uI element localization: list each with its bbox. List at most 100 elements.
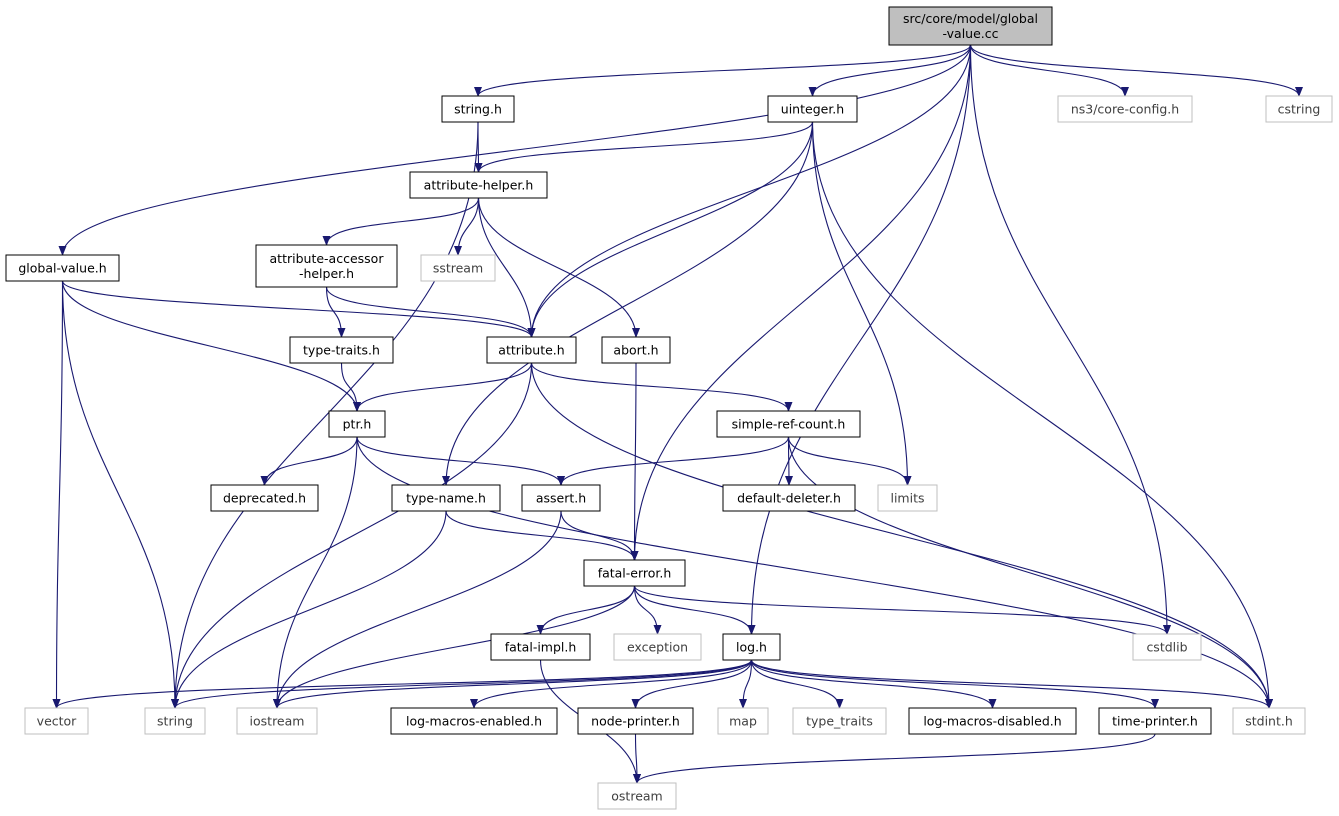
node-label: ns3/core-config.h bbox=[1071, 102, 1179, 117]
node-abort-h[interactable]: abort.h bbox=[601, 336, 671, 364]
edge-simple_ref_count_h-to-default_deleter_h bbox=[784, 436, 793, 486]
node-global-value-cc: src/core/model/global-value.cc bbox=[888, 6, 1053, 46]
edge-simple_ref_count_h-to-limits bbox=[787, 436, 912, 486]
edge-abort_h-to-fatal_error_h bbox=[630, 362, 639, 561]
edge-simple_ref_count_h-to-assert_h bbox=[557, 436, 790, 486]
node-deprecated-h[interactable]: deprecated.h bbox=[210, 484, 319, 512]
edge-attribute_h-to-simple_ref_count_h bbox=[530, 362, 793, 412]
edge-global_value_h-to-string bbox=[61, 280, 179, 709]
node-log-macros-enabled-h[interactable]: log-macros-enabled.h bbox=[390, 707, 558, 735]
node-box bbox=[486, 336, 577, 364]
edge-ptr_h-to-deprecated_h bbox=[260, 436, 358, 486]
edge-string_h-to-string bbox=[171, 121, 479, 709]
edge-log_h-to-iostream bbox=[273, 659, 753, 709]
edge-type_traits_h-to-ptr_h bbox=[340, 362, 361, 412]
edge-global_value_cc-to-cstdlib bbox=[969, 44, 1171, 635]
node-box bbox=[409, 171, 548, 199]
node-label: default-deleter.h bbox=[737, 491, 841, 506]
edge-attribute_h-to-string bbox=[171, 362, 533, 709]
node-box bbox=[1232, 707, 1306, 735]
node-box bbox=[328, 410, 386, 438]
edge-type_name_h-to-string bbox=[171, 510, 447, 709]
edge-global_value_h-to-ptr_h bbox=[61, 280, 361, 412]
edge-global_value_h-to-attribute_h bbox=[61, 280, 536, 338]
node-box bbox=[908, 707, 1077, 735]
node-assert-h[interactable]: assert.h bbox=[521, 484, 601, 512]
node-log-macros-disabled-h[interactable]: log-macros-disabled.h bbox=[908, 707, 1077, 735]
node-box bbox=[1057, 95, 1193, 123]
edge-log_h-to-string bbox=[171, 659, 753, 709]
edge-uinteger_h-to-attribute_h bbox=[527, 121, 814, 338]
node-label: uinteger.h bbox=[781, 102, 844, 117]
edge-attribute_helper_h-to-attribute_h bbox=[477, 197, 536, 338]
node-type-name-h[interactable]: type-name.h bbox=[391, 484, 501, 512]
node-label: src/core/model/global bbox=[903, 11, 1038, 26]
node-attribute-accessor-helper-h[interactable]: attribute-accessor-helper.h bbox=[255, 244, 398, 288]
node-box bbox=[5, 254, 120, 282]
edge-log_h-to-map bbox=[739, 659, 753, 709]
node-exception: exception bbox=[613, 633, 702, 661]
node-string-h[interactable]: string.h bbox=[441, 95, 515, 123]
edge-log_h-to-vector bbox=[52, 659, 753, 709]
node-label: sstream bbox=[433, 261, 483, 276]
edge-log_h-to-log_macros_disabled_h bbox=[750, 659, 997, 709]
node-label: type-name.h bbox=[406, 491, 486, 506]
node-core-config-h: ns3/core-config.h bbox=[1057, 95, 1193, 123]
node-stdint-h: stdint.h bbox=[1232, 707, 1306, 735]
node-type-traits-h[interactable]: type-traits.h bbox=[289, 336, 394, 364]
edge-global_value_h-to-vector bbox=[52, 280, 64, 709]
node-fatal-impl-h[interactable]: fatal-impl.h bbox=[490, 633, 591, 661]
node-label: fatal-error.h bbox=[598, 566, 672, 581]
node-box bbox=[888, 6, 1053, 46]
node-uinteger-h[interactable]: uinteger.h bbox=[767, 95, 858, 123]
edge-assert_h-to-fatal_error_h bbox=[560, 510, 639, 561]
node-box bbox=[716, 410, 861, 438]
edge-global_value_cc-to-uinteger_h bbox=[808, 44, 972, 97]
node-fatal-error-h[interactable]: fatal-error.h bbox=[583, 559, 686, 587]
node-box bbox=[521, 484, 601, 512]
node-attribute-h[interactable]: attribute.h bbox=[486, 336, 577, 364]
node-box bbox=[577, 707, 694, 735]
node-iostream: iostream bbox=[236, 707, 318, 735]
node-ptr-h[interactable]: ptr.h bbox=[328, 410, 386, 438]
node-box bbox=[717, 707, 769, 735]
node-box bbox=[1132, 633, 1202, 661]
node-time-printer-h[interactable]: time-printer.h bbox=[1098, 707, 1212, 735]
node-label: ostream bbox=[611, 789, 662, 804]
node-box bbox=[210, 484, 319, 512]
node-default-deleter-h[interactable]: default-deleter.h bbox=[722, 484, 856, 512]
node-label: cstring bbox=[1278, 102, 1321, 117]
nodes-layer: src/core/model/global-value.cc string.h ui… bbox=[5, 6, 1333, 810]
node-label: string.h bbox=[454, 102, 502, 117]
node-global-value-h[interactable]: global-value.h bbox=[5, 254, 120, 282]
node-label: attribute.h bbox=[498, 343, 564, 358]
node-label: fatal-impl.h bbox=[505, 640, 577, 655]
edge-attribute_accessor_helper_h-to-attribute_h bbox=[325, 286, 536, 338]
node-label: -value.cc bbox=[942, 26, 998, 41]
node-label: limits bbox=[890, 491, 924, 506]
node-box bbox=[583, 559, 686, 587]
node-attribute-helper-h[interactable]: attribute-helper.h bbox=[409, 171, 548, 199]
node-label: assert.h bbox=[536, 491, 586, 506]
node-simple-ref-count-h[interactable]: simple-ref-count.h bbox=[716, 410, 861, 438]
edge-log_h-to-log_macros_enabled_h bbox=[470, 659, 753, 709]
node-ostream: ostream bbox=[597, 782, 677, 810]
edge-type_name_h-to-fatal_error_h bbox=[445, 510, 639, 561]
node-label: deprecated.h bbox=[223, 491, 306, 506]
node-box bbox=[1098, 707, 1212, 735]
node-box bbox=[722, 484, 856, 512]
node-log-h[interactable]: log.h bbox=[722, 633, 781, 661]
edge-attribute_accessor_helper_h-to-type_traits_h bbox=[325, 286, 346, 338]
node-label: exception bbox=[627, 640, 688, 655]
node-label: map bbox=[729, 714, 757, 729]
edge-log_h-to-type_traits bbox=[750, 659, 844, 709]
edge-global_value_cc-to-log_h bbox=[747, 44, 972, 635]
node-box bbox=[390, 707, 558, 735]
edge-ptr_h-to-iostream bbox=[273, 436, 358, 709]
node-box bbox=[255, 244, 398, 288]
edge-global_value_cc-to-core_config_h bbox=[969, 44, 1129, 97]
node-label: attribute-helper.h bbox=[424, 178, 534, 193]
edge-uinteger_h-to-type_name_h bbox=[442, 121, 814, 486]
node-node-printer-h[interactable]: node-printer.h bbox=[577, 707, 694, 735]
